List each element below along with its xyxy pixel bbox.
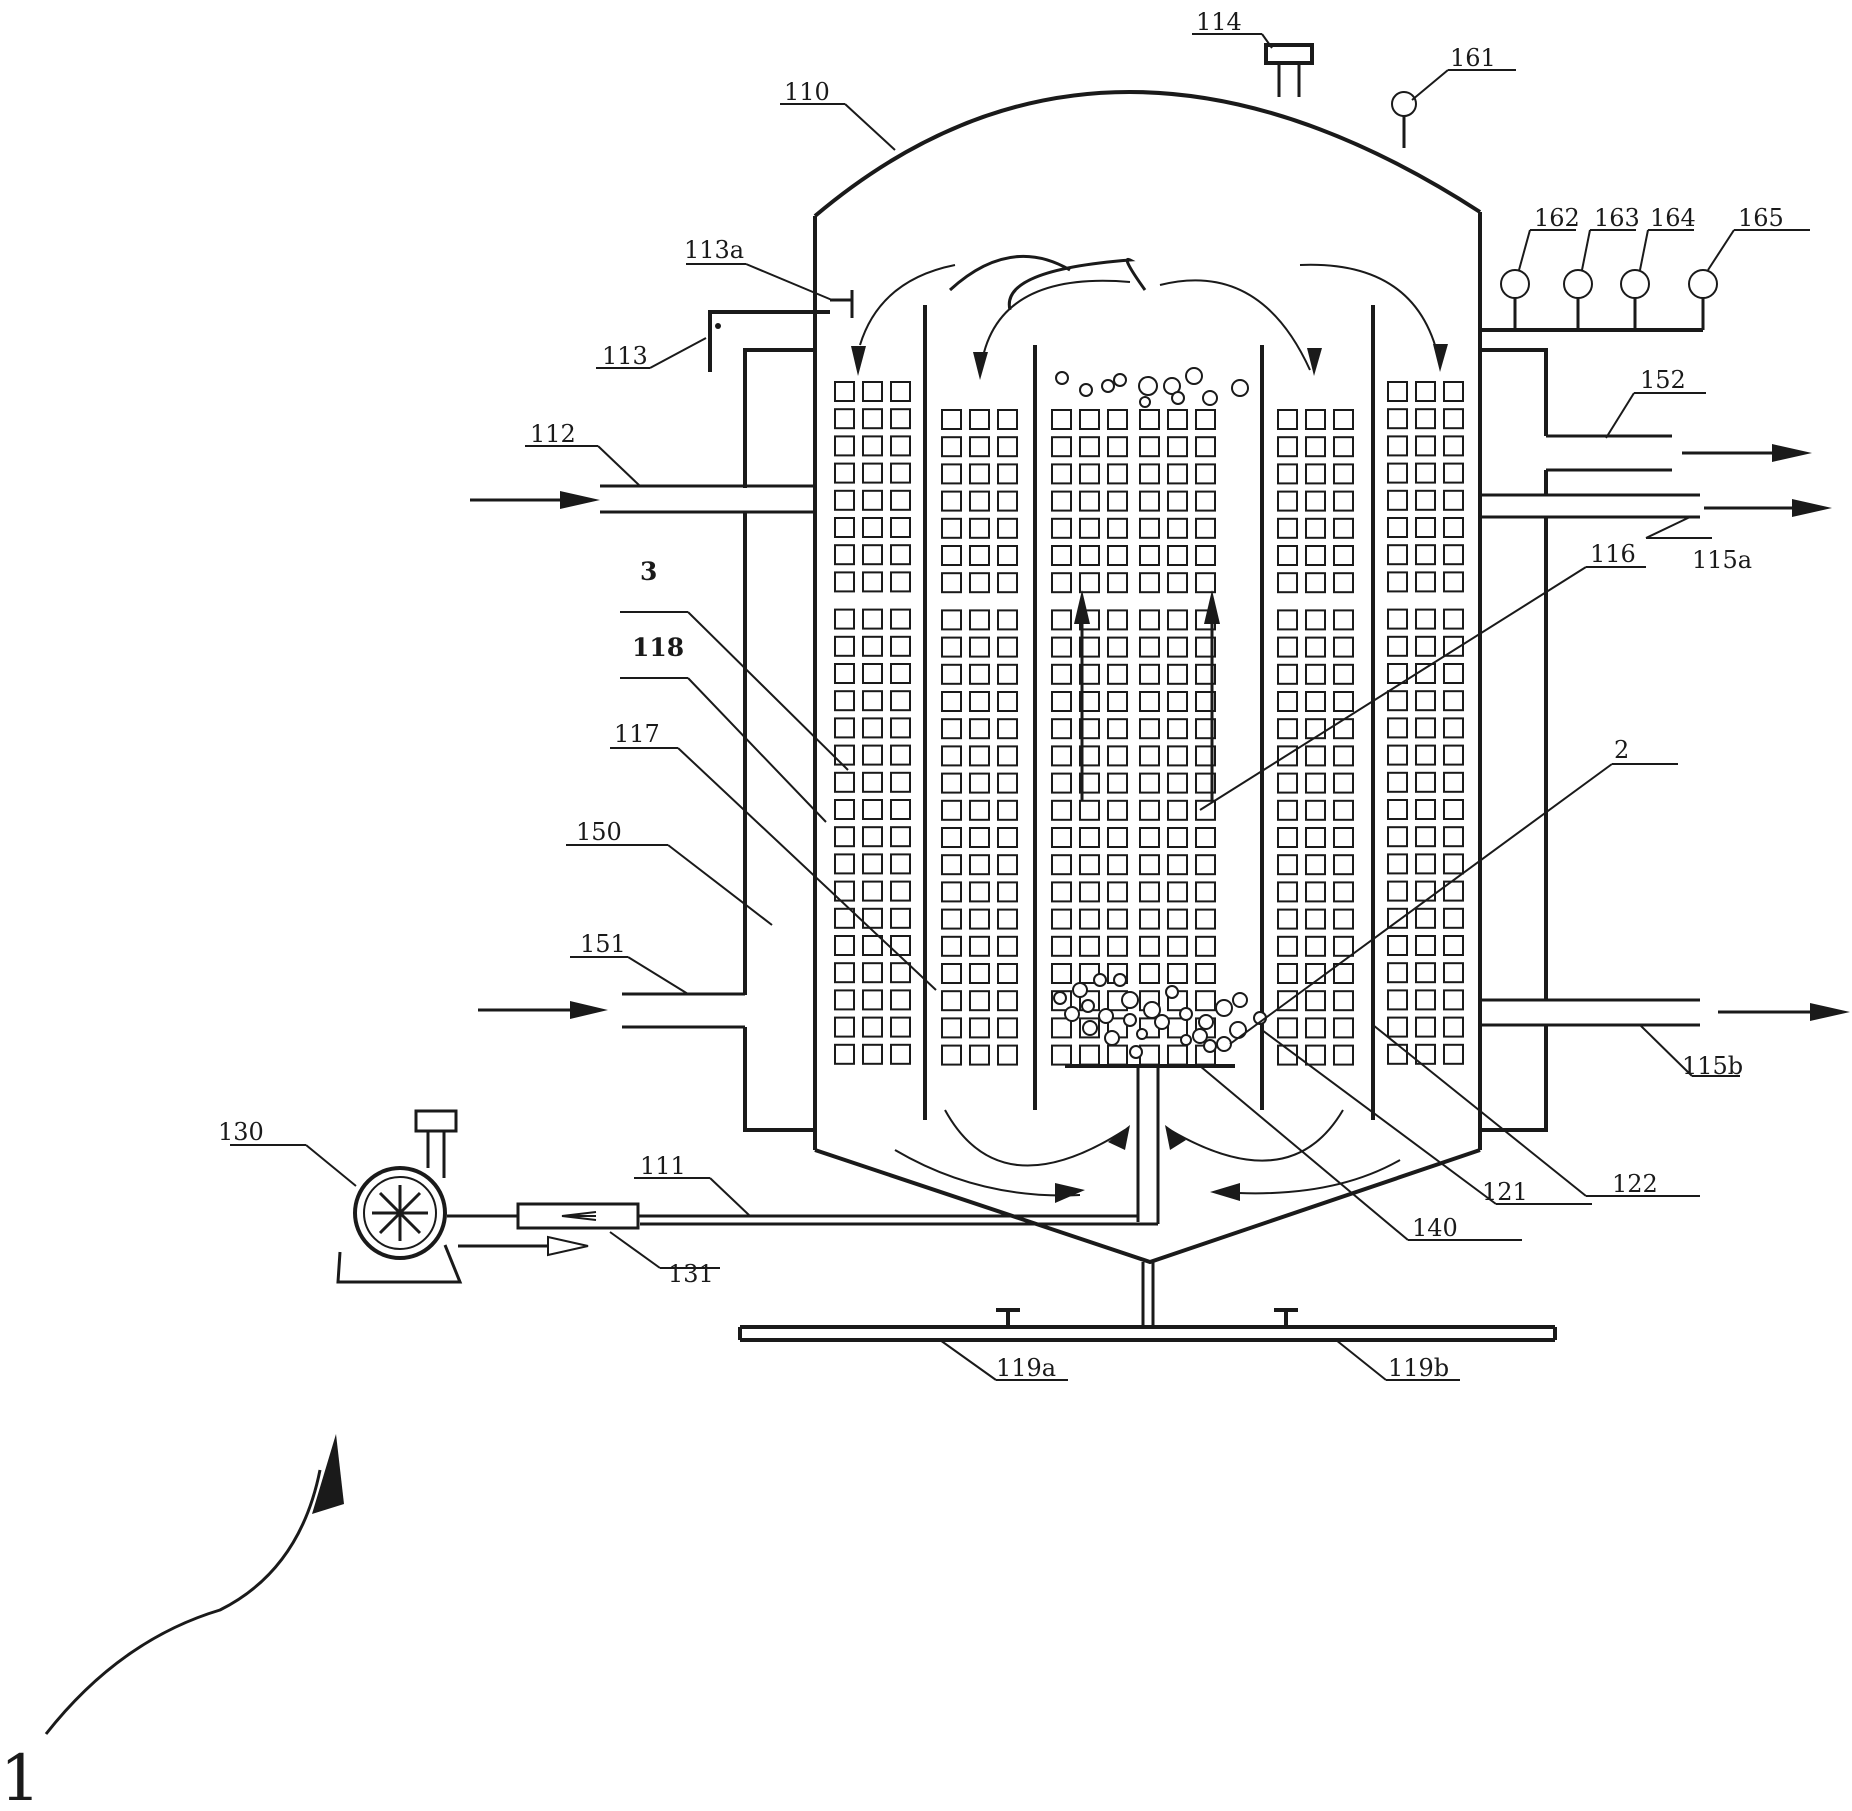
inlet-151 — [478, 992, 745, 1029]
label-112: 112 — [530, 420, 576, 448]
label-119b: 119b — [1388, 1354, 1449, 1382]
label-111: 111 — [640, 1152, 686, 1180]
gauge-manifold — [1480, 269, 1718, 332]
jacket — [743, 348, 1548, 1132]
valve-icon — [1264, 43, 1314, 97]
label-115a: 115a — [1692, 546, 1752, 574]
label-165: 165 — [1738, 204, 1784, 232]
label-110: 110 — [784, 78, 830, 106]
level-sensor-113 — [708, 290, 854, 372]
label-117: 117 — [614, 720, 660, 748]
label-151: 151 — [580, 930, 626, 958]
vessel-shell — [813, 90, 1482, 1327]
label-122: 122 — [1612, 1170, 1658, 1198]
label-119a: 119a — [996, 1354, 1056, 1382]
label-3: 3 — [640, 557, 657, 586]
air-line-111 — [447, 1202, 1160, 1230]
label-113a: 113a — [684, 236, 744, 264]
baffles — [923, 305, 1375, 1120]
gas-bubbles — [1053, 367, 1267, 1059]
aerator-140 — [1065, 1064, 1235, 1222]
label-115b: 115b — [1682, 1052, 1743, 1080]
figure-number: 1 — [0, 1742, 41, 1811]
label-150: 150 — [576, 818, 622, 846]
outlet-152 — [1546, 434, 1812, 472]
outlet-115b — [1480, 998, 1850, 1027]
inlet-112 — [470, 484, 815, 514]
label-140: 140 — [1412, 1214, 1458, 1242]
packing-modules — [834, 381, 1464, 1066]
label-152: 152 — [1640, 366, 1686, 394]
outlet-115a — [1480, 493, 1832, 519]
figure-pointer-arrow — [44, 1434, 344, 1735]
label-113: 113 — [602, 342, 648, 370]
label-161: 161 — [1450, 44, 1496, 72]
label-116: 116 — [1590, 540, 1636, 568]
gauge-icon — [1391, 91, 1417, 148]
label-130: 130 — [218, 1118, 264, 1146]
label-164: 164 — [1650, 204, 1696, 232]
flow-arrows — [851, 254, 1448, 1203]
blower-fan-icon — [336, 1109, 589, 1284]
labels: 110 114 161 162 163 164 165 113a 113 112… — [0, 8, 1784, 1811]
label-114: 114 — [1196, 8, 1242, 36]
leader-lines — [230, 33, 1810, 1381]
label-162: 162 — [1534, 204, 1580, 232]
drain-line — [738, 1308, 1557, 1342]
label-121: 121 — [1482, 1178, 1528, 1206]
label-118: 118 — [632, 633, 684, 662]
label-2: 2 — [1614, 736, 1629, 764]
label-131: 131 — [668, 1260, 714, 1288]
label-163: 163 — [1594, 204, 1640, 232]
